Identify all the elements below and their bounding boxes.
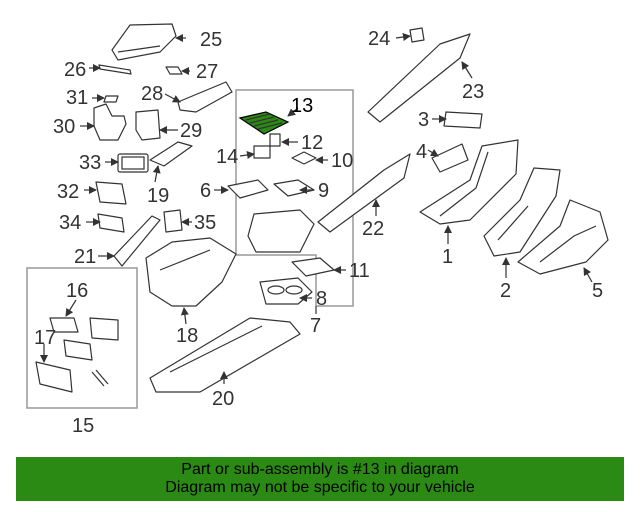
callout-16: 16 (66, 280, 88, 302)
part-9 (273, 179, 315, 197)
callout-1: 1 (442, 246, 453, 268)
part-16 (49, 317, 79, 333)
part-22 (317, 153, 411, 233)
callout-27: 27 (196, 61, 218, 83)
callout-13: 13 (291, 95, 313, 117)
part-34 (97, 213, 125, 233)
part-4 (431, 143, 469, 173)
part-1 (419, 139, 519, 225)
callout-8: 8 (316, 288, 327, 310)
part-21 (113, 215, 161, 267)
part-35 (163, 209, 183, 233)
part-31 (103, 95, 119, 103)
callout-26: 26 (64, 59, 86, 81)
callout-18: 18 (176, 325, 198, 347)
callout-labels: 25 26 27 28 31 30 29 33 19 32 6 34 35 21… (34, 28, 603, 437)
callout-2: 2 (500, 280, 511, 302)
callout-10: 10 (331, 150, 353, 172)
part-3 (443, 111, 483, 129)
callout-34: 34 (59, 212, 81, 234)
callout-15: 15 (72, 415, 94, 437)
callout-4: 4 (416, 141, 427, 163)
part-25 (111, 23, 177, 61)
group-15-outline (26, 267, 138, 409)
callout-14: 14 (216, 146, 238, 168)
callout-11: 11 (349, 260, 370, 282)
part-13-highlighted (238, 111, 290, 135)
callout-31: 31 (66, 87, 88, 109)
part-27 (165, 66, 183, 75)
part-5 (517, 199, 609, 275)
callout-12: 12 (301, 132, 323, 154)
part-11 (291, 257, 335, 277)
callout-24: 24 (368, 28, 390, 50)
callout-6: 6 (200, 180, 211, 202)
parts-diagram: 25 26 27 28 31 30 29 33 19 32 6 34 35 21… (26, 23, 609, 437)
info-banner: Part or sub-assembly is #13 in diagram D… (16, 457, 624, 501)
callout-3: 3 (418, 109, 429, 131)
part-23 (367, 33, 471, 123)
part-12 (269, 133, 281, 147)
callout-35: 35 (194, 212, 216, 234)
part-33 (117, 153, 149, 173)
callout-7: 7 (310, 315, 321, 337)
part-6 (227, 179, 269, 199)
callout-19: 19 (147, 185, 169, 207)
callout-32: 32 (57, 181, 79, 203)
callout-29: 29 (180, 120, 202, 142)
banner-line-2: Diagram may not be specific to your vehi… (165, 479, 475, 496)
part-20 (149, 317, 301, 393)
part-24 (409, 27, 425, 43)
group-15-misc-parts (63, 317, 119, 387)
callout-33: 33 (79, 152, 101, 174)
part-18 (145, 237, 237, 307)
banner-line-1: Part or sub-assembly is #13 in diagram (181, 461, 459, 478)
part-8 (259, 277, 313, 305)
callout-23: 23 (462, 81, 484, 103)
part-14 (253, 145, 271, 159)
leader-lines (40, 33, 593, 384)
callout-25: 25 (200, 29, 222, 51)
part-29 (135, 109, 161, 141)
part-32 (95, 181, 127, 205)
part-2 (483, 167, 561, 257)
part-17 (35, 361, 73, 393)
part-7 (247, 209, 315, 253)
part-19 (149, 141, 193, 167)
callout-9: 9 (318, 180, 329, 202)
callout-17: 17 (34, 327, 56, 349)
part-26 (98, 64, 132, 75)
part-30 (93, 103, 127, 141)
callout-30: 30 (53, 116, 75, 138)
part-28 (177, 81, 233, 113)
callout-20: 20 (212, 388, 234, 410)
callout-21: 21 (74, 246, 96, 268)
callout-5: 5 (592, 280, 603, 302)
callout-22: 22 (362, 218, 384, 240)
callout-28: 28 (141, 83, 163, 105)
